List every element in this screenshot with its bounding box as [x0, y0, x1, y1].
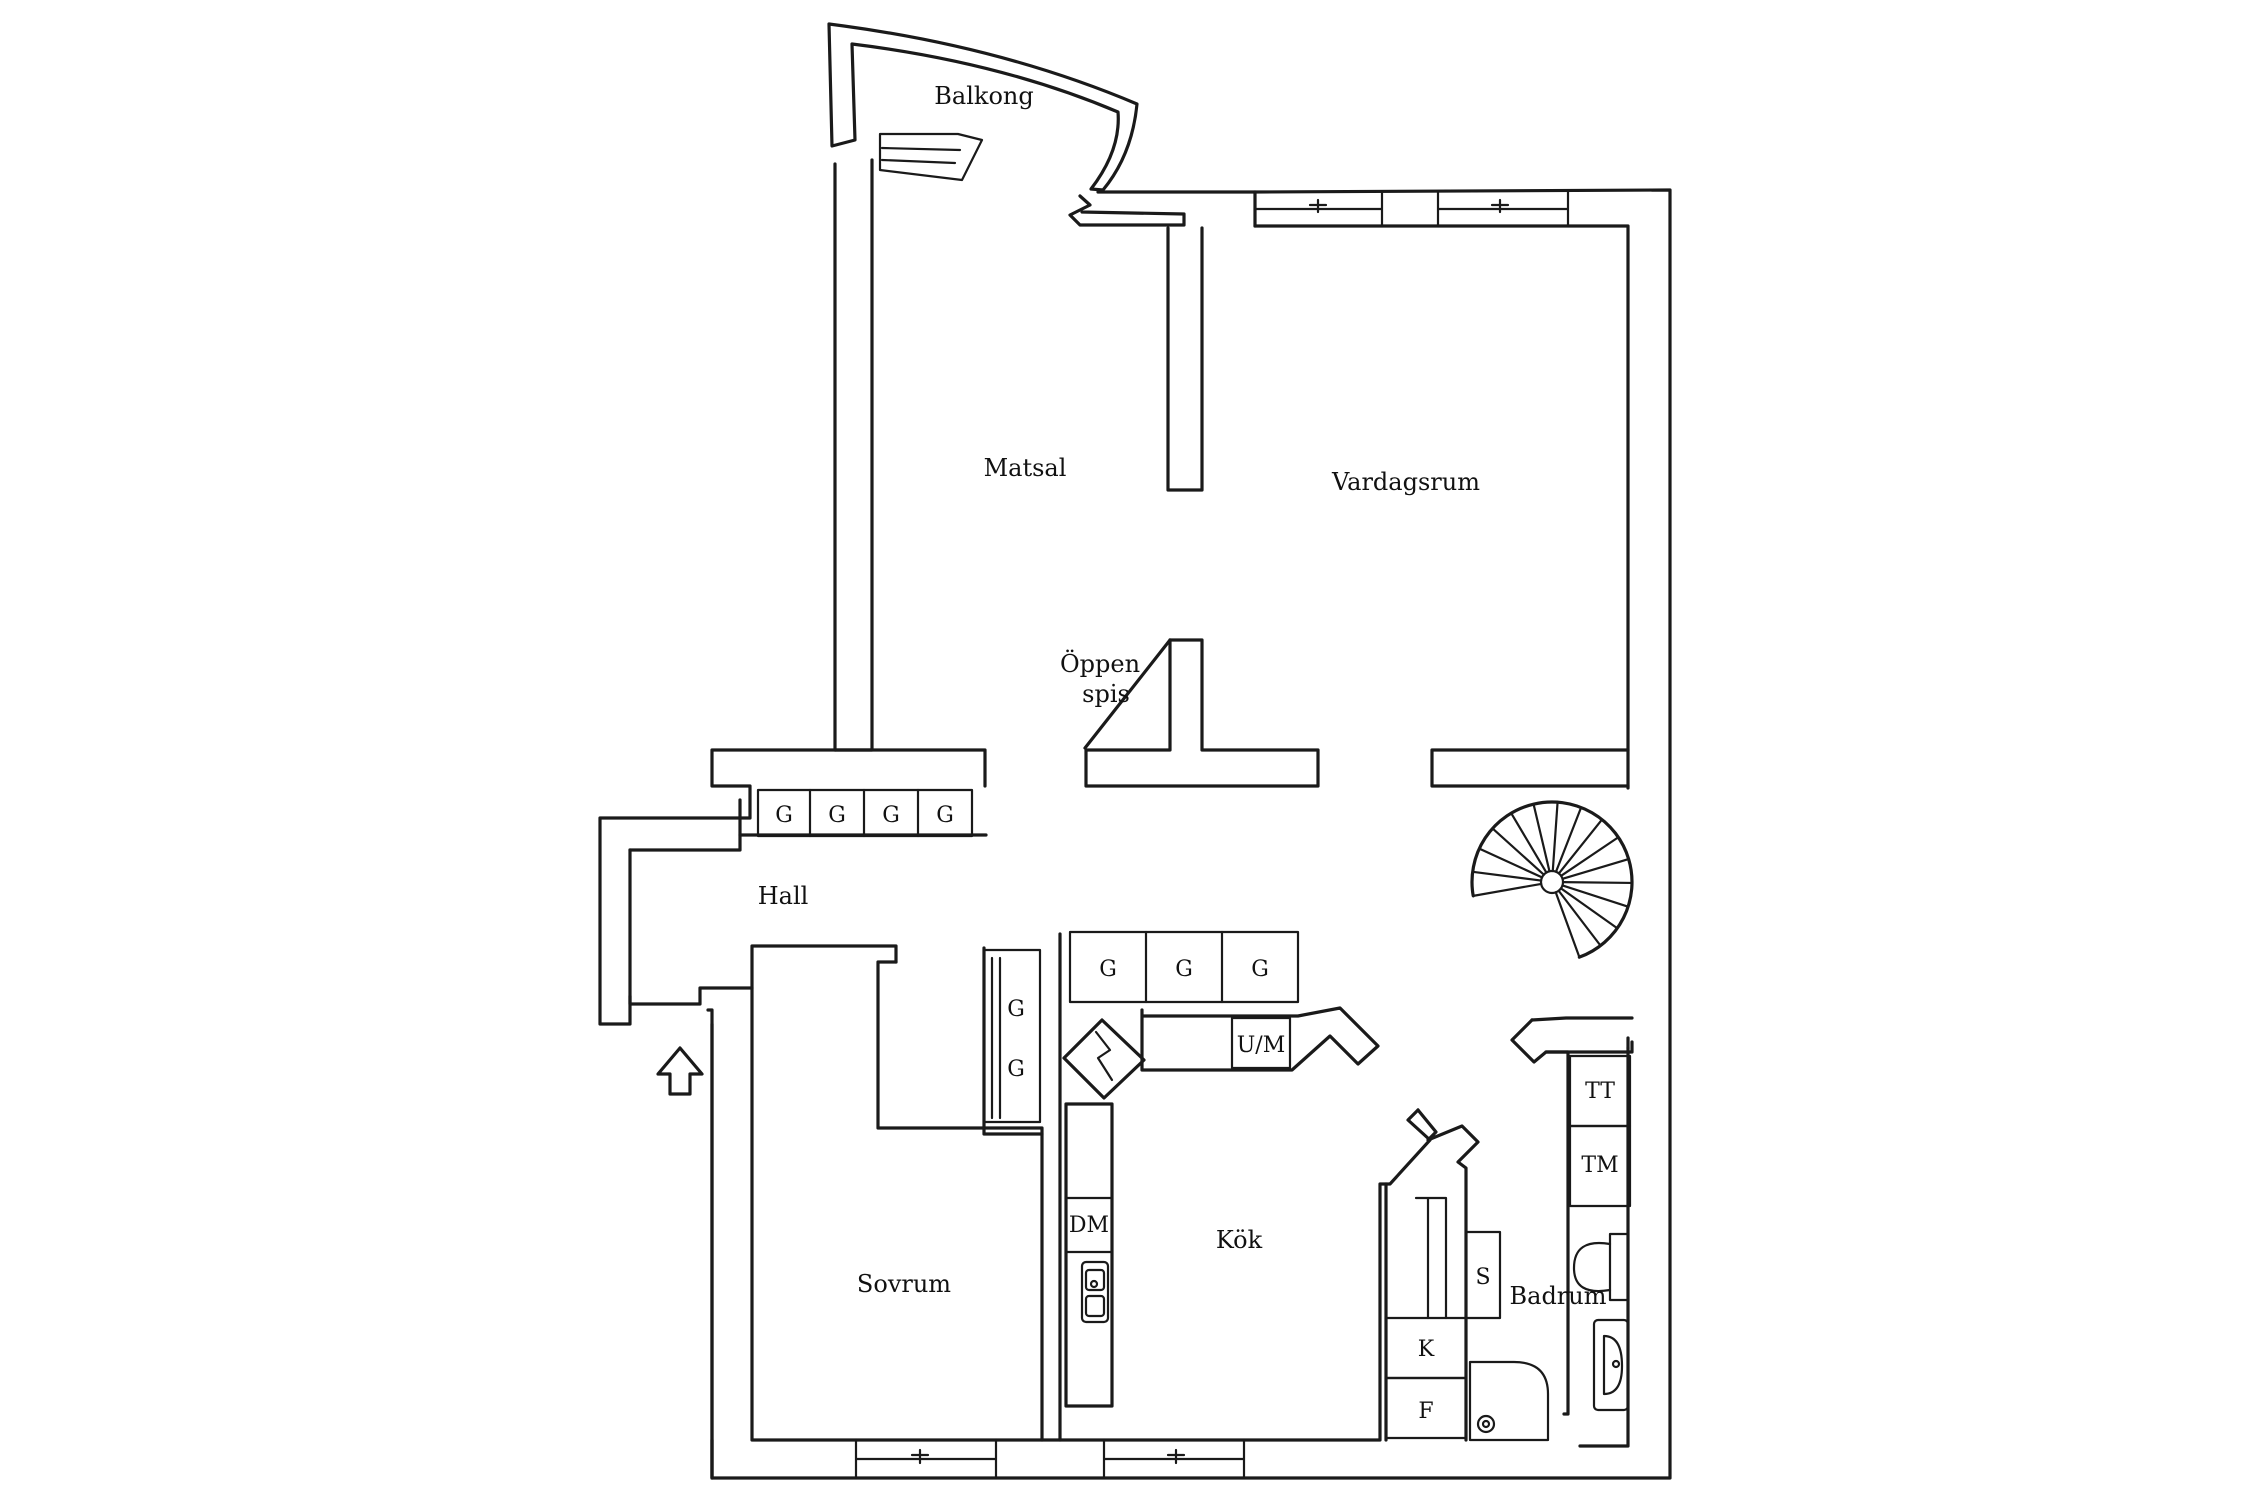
room-label-vardagsrum: Vardagsrum — [1331, 468, 1480, 496]
wardrobe-label: G — [882, 803, 900, 828]
room-label-kok: Kök — [1216, 1226, 1263, 1254]
window-bedroom — [854, 1438, 998, 1480]
room-label-badrum: Badrum — [1510, 1282, 1607, 1310]
window-kitchen — [1102, 1438, 1246, 1480]
wardrobe-label: G — [1175, 957, 1193, 982]
room-label-matsal: Matsal — [984, 454, 1067, 482]
kitchen-sink-icon — [1080, 1260, 1110, 1324]
wardrobe-label: G — [936, 803, 954, 828]
sink-cabinet: S — [1464, 1230, 1502, 1320]
bathroom-walls — [1510, 1016, 1634, 1416]
stove-icon — [1062, 1018, 1146, 1100]
washer-label: TM — [1581, 1153, 1618, 1178]
stair-tread — [1557, 818, 1604, 875]
fireplace — [1083, 638, 1630, 788]
room-label-hall: Hall — [758, 882, 809, 910]
spiral-staircase-icon — [1470, 800, 1634, 959]
oven-label: U/M — [1237, 1033, 1285, 1058]
fireplace-label-line2: spis — [1082, 680, 1130, 708]
windows-top — [1253, 190, 1570, 228]
freezer-label: F — [1418, 1399, 1433, 1424]
bedroom-walls — [710, 960, 1044, 1480]
wardrobe-label: G — [775, 803, 793, 828]
hall-walls — [598, 748, 988, 1480]
fridge-label: K — [1418, 1337, 1435, 1362]
kitchen-wardrobe: G G G — [1068, 930, 1300, 1004]
laundry-machines: TT TM — [1568, 1054, 1632, 1208]
wardrobe-label: G — [1251, 957, 1269, 982]
fireplace-label-line1: Öppen — [1060, 649, 1140, 678]
stair-tread — [1561, 857, 1630, 880]
stair-tread — [1551, 801, 1559, 873]
kitchen-counter: U/M DM — [1064, 1006, 1380, 1408]
entrance-arrow-icon — [656, 1046, 704, 1096]
washbasin-icon — [1592, 1318, 1630, 1412]
wardrobe-label: G — [1007, 997, 1025, 1022]
dryer-label: TT — [1585, 1079, 1615, 1104]
stair-tread — [1491, 827, 1545, 876]
balcony — [827, 22, 1139, 192]
partition-upper — [1166, 226, 1204, 492]
stair-tread — [1560, 836, 1620, 877]
stair-tread — [1561, 884, 1630, 908]
shower-icon — [1468, 1360, 1550, 1442]
wardrobe-label: G — [1099, 957, 1117, 982]
sink-cabinet-label: S — [1475, 1265, 1490, 1290]
wardrobe-label: G — [1007, 1057, 1025, 1082]
dishwasher-label: DM — [1069, 1213, 1109, 1238]
stair-tread — [1472, 882, 1543, 897]
stair-tread — [1554, 806, 1583, 873]
stair-tread — [1532, 803, 1551, 873]
stair-tread — [1471, 870, 1543, 882]
wardrobe-label: G — [828, 803, 846, 828]
stair-tread — [1559, 887, 1619, 930]
hall-wardrobe: G G G G — [756, 788, 974, 838]
kitchen-walls — [1040, 932, 1388, 1442]
fridge-column: K F — [1384, 1108, 1480, 1442]
toilet-icon — [1572, 1232, 1630, 1302]
side-wardrobe: G G — [982, 946, 1044, 1136]
stair-tread — [1561, 881, 1634, 885]
stair-tread — [1557, 889, 1602, 947]
stair-outline — [1470, 800, 1634, 959]
stair-tread — [1478, 847, 1544, 879]
room-label-balkong: Balkong — [934, 82, 1033, 110]
stair-tread — [1510, 812, 1548, 874]
room-label-sovrum: Sovrum — [857, 1270, 951, 1298]
stair-tread — [1554, 891, 1581, 959]
outer-walls — [706, 158, 1672, 1480]
